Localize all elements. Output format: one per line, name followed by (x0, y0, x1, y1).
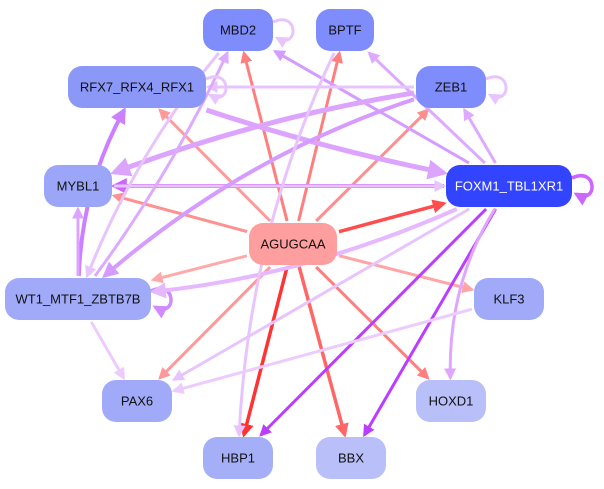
node-box[interactable] (203, 437, 273, 479)
edge-agugcaa-to-pax6 (158, 265, 272, 380)
node-label: BBX (338, 450, 364, 465)
node-box[interactable] (5, 278, 151, 320)
node-agugcaa[interactable]: AGUGCAA (249, 223, 337, 265)
edge-foxm1_tbl1xr1-to-pax6 (171, 207, 470, 381)
node-box[interactable] (44, 165, 112, 207)
node-label: RFX7_RFX4_RFX1 (80, 79, 194, 94)
node-box[interactable] (474, 278, 544, 320)
edge-mbd2-to-mbd2 (272, 18, 295, 48)
edge-zeb1-to-zeb1 (485, 75, 508, 105)
edge-klf3-to-pax6 (171, 307, 473, 395)
node-box[interactable] (316, 437, 386, 479)
edge-zeb1-to-mybl1 (110, 90, 415, 177)
edge-agugcaa-to-wt1_mtf1_zbtb7b (150, 254, 248, 284)
node-rfx7-rfx4-rfx1[interactable]: RFX7_RFX4_RFX1 (68, 66, 206, 108)
edge-foxm1_tbl1xr1-to-zeb1 (463, 107, 497, 164)
node-box[interactable] (249, 223, 337, 265)
node-bbx[interactable]: BBX (316, 437, 386, 479)
node-bptf[interactable]: BPTF (316, 9, 374, 51)
node-pax6[interactable]: PAX6 (102, 380, 172, 422)
edge-foxm1_tbl1xr1-to-foxm1_tbl1xr1 (571, 174, 594, 206)
node-label: MYBL1 (57, 178, 100, 193)
node-label: ZEB1 (435, 79, 468, 94)
node-klf3[interactable]: KLF3 (474, 278, 544, 320)
edge-agugcaa-to-foxm1_tbl1xr1 (338, 199, 447, 234)
node-box[interactable] (102, 380, 172, 422)
node-label: BPTF (328, 22, 361, 37)
node-label: AGUGCAA (260, 236, 325, 251)
edge-agugcaa-to-rfx7_rfx4_rfx1 (158, 108, 272, 223)
node-box[interactable] (416, 66, 486, 108)
node-mbd2[interactable]: MBD2 (203, 9, 273, 51)
node-box[interactable] (203, 9, 273, 51)
edge-agugcaa-to-klf3 (338, 254, 475, 294)
node-label: PAX6 (121, 393, 153, 408)
edge-agugcaa-to-hbp1 (239, 266, 289, 438)
node-label: FOXM1_TBL1XR1 (455, 178, 563, 193)
node-label: MBD2 (220, 22, 256, 37)
edge-rfx7_rfx4_rfx1-to-rfx7_rfx4_rfx1 (205, 75, 228, 105)
node-zeb1[interactable]: ZEB1 (416, 66, 486, 108)
edge-agugcaa-to-mybl1 (111, 192, 248, 234)
node-box[interactable] (446, 165, 572, 207)
node-box[interactable] (416, 380, 486, 422)
edge-wt1_mtf1_zbtb7b-to-mbd2 (93, 50, 229, 277)
node-box[interactable] (68, 66, 206, 108)
node-mybl1[interactable]: MYBL1 (44, 165, 112, 207)
edge-zeb1-to-wt1_mtf1_zbtb7b (102, 97, 415, 279)
edge-foxm1_tbl1xr1-to-hbp1 (259, 207, 488, 437)
node-wt1-mtf1-zbtb7b[interactable]: WT1_MTF1_ZBTB7B (5, 278, 151, 320)
node-label: HBP1 (221, 450, 255, 465)
edge-rfx7_rfx4_rfx1-to-foxm1_tbl1xr1 (205, 107, 448, 180)
node-label: KLF3 (493, 291, 524, 306)
node-label: HOXD1 (429, 393, 474, 408)
edge-foxm1_tbl1xr1-to-mbd2 (272, 49, 470, 165)
node-hoxd1[interactable]: HOXD1 (416, 380, 486, 422)
edges-layer (72, 18, 594, 438)
node-hbp1[interactable]: HBP1 (203, 437, 273, 479)
edge-wt1_mtf1_zbtb7b-to-pax6 (90, 321, 125, 381)
edge-foxm1_tbl1xr1-to-bptf (367, 51, 486, 165)
edge-foxm1_tbl1xr1-to-hoxd1 (444, 208, 497, 381)
node-label: WT1_MTF1_ZBTB7B (16, 291, 141, 306)
node-box[interactable] (316, 9, 374, 51)
node-foxm1-tbl1xr1[interactable]: FOXM1_TBL1XR1 (446, 165, 572, 207)
